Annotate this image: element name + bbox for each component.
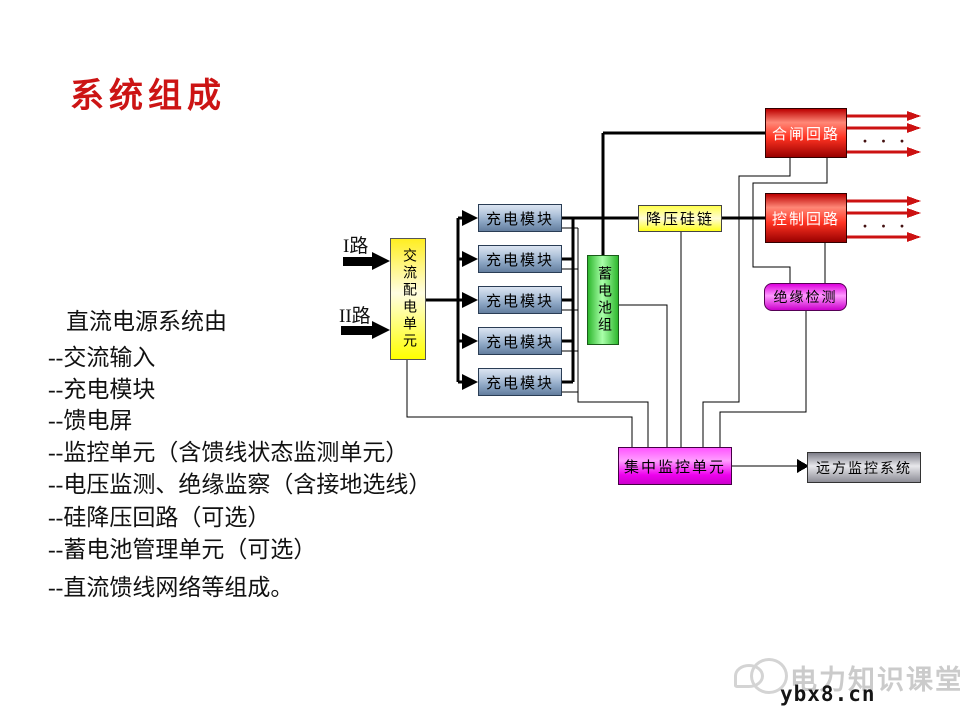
control-outputs-ellipsis: · · · (862, 216, 910, 236)
page-title: 系统组成 (70, 78, 226, 115)
remote-monitoring-system-box: 远方监控系统 (807, 452, 921, 483)
closing-circuit-box: 合闸回路 (765, 108, 847, 158)
watermark-site: ybx8.cn (780, 682, 876, 706)
bullet-battery-mgmt: --蓄电池管理单元（可选） (48, 537, 317, 562)
central-monitoring-unit-box: 集中监控单元 (618, 447, 732, 485)
charge-module-box-1: 充电模块 (478, 204, 562, 232)
control-circuit-box: 控制回路 (765, 193, 847, 243)
intro-line: 直流电源系统由 (66, 309, 227, 334)
bullet-feeder-panel: --馈电屏 (48, 408, 133, 433)
charge-module-box-2: 充电模块 (478, 245, 562, 273)
bullet-dc-feeder-network: --直流馈线网络等组成。 (48, 575, 294, 600)
bullet-silicon-circuit: --硅降压回路（可选） (48, 505, 271, 530)
battery-pack-box: 蓄电池组 (587, 255, 619, 345)
input-1-label: I路 (343, 236, 369, 257)
input-2-label: II路 (339, 306, 371, 327)
bullet-charge-module: --充电模块 (48, 377, 156, 402)
bullet-monitor-unit: --监控单元（含馈线状态监测单元） (48, 440, 409, 465)
bullet-voltage-insulation: --电压监测、绝缘监察（含接地选线） (48, 472, 432, 497)
step-down-silicon-chain-box: 降压硅链 (638, 205, 722, 232)
charge-module-box-5: 充电模块 (478, 368, 562, 396)
bullet-ac-input: --交流输入 (48, 345, 156, 370)
charge-module-box-3: 充电模块 (478, 286, 562, 314)
watermark: 电力知识课堂 ybx8.cn (734, 650, 960, 712)
charge-module-box-4: 充电模块 (478, 327, 562, 355)
closing-outputs-ellipsis: · · · (862, 131, 910, 151)
watermark-brand: 电力知识课堂 (790, 665, 960, 695)
insulation-detection-box: 绝缘检测 (764, 283, 847, 311)
ac-distribution-unit-box: 交流配电单元 (390, 238, 426, 360)
